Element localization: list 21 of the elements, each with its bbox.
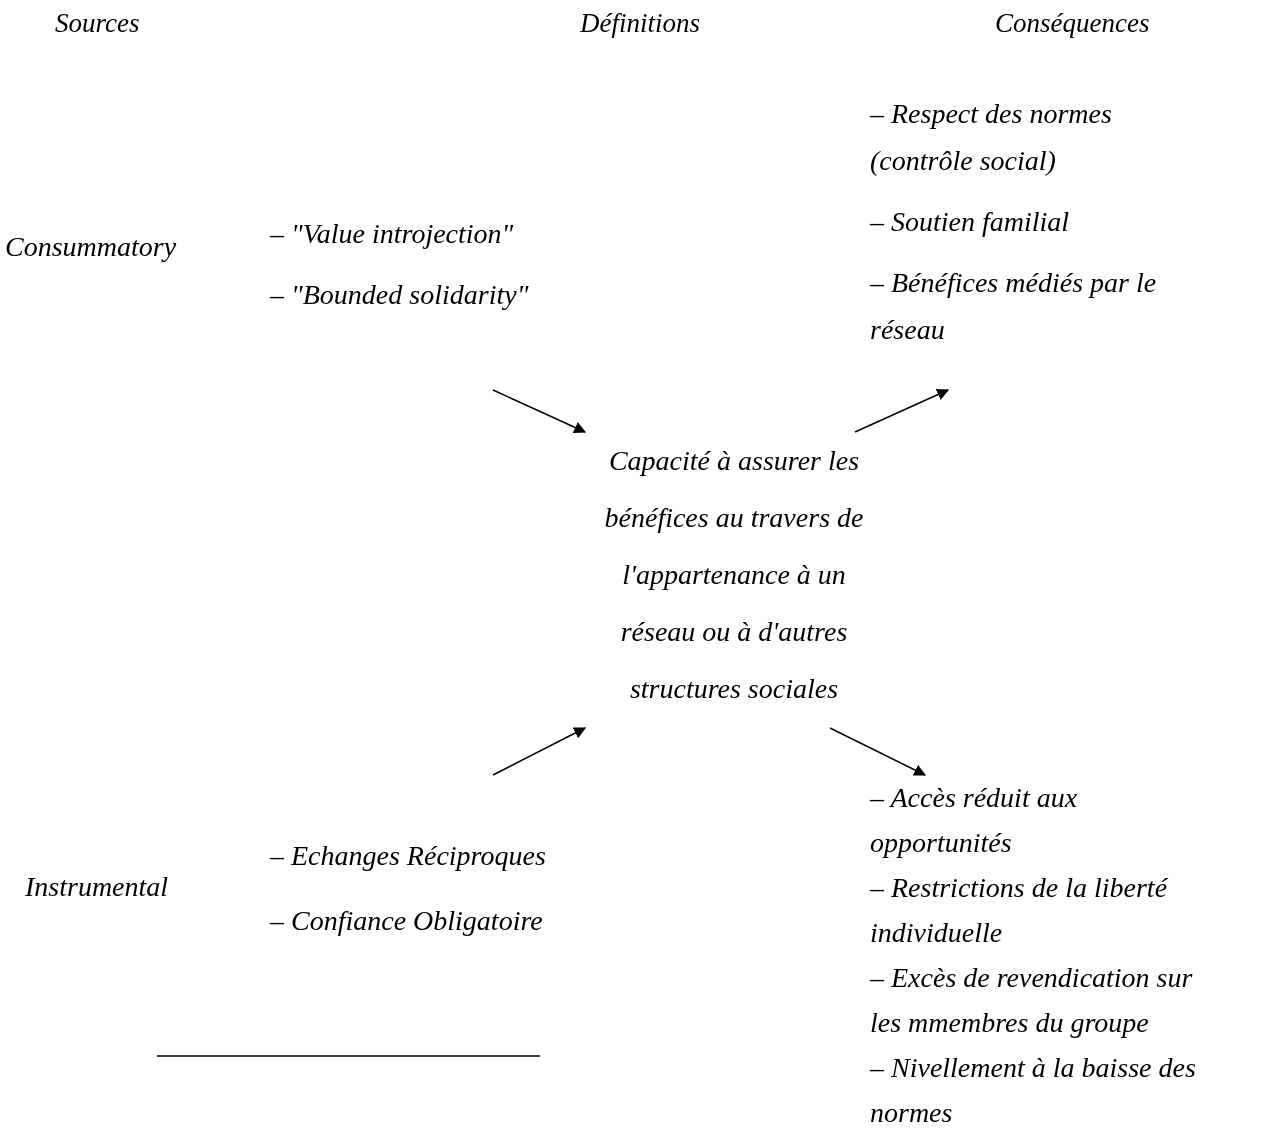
list-item: – Soutien familial bbox=[870, 205, 1071, 239]
arrow bbox=[854, 389, 950, 433]
central-concept-text: Capacité à assurer les bénéfices au travers de l'appartenance à un réseau ou à d'autres structures sociales bbox=[603, 444, 865, 706]
list-item: – Bénéfices médiés par le réseau bbox=[870, 266, 1158, 347]
list-item: – Confiance Obligatoire bbox=[270, 904, 544, 938]
row-label: Instrumental bbox=[25, 870, 170, 904]
list-item: – Nivellement à la baisse des normes bbox=[870, 1051, 1197, 1130]
list-item: – Accès réduit aux opportunités bbox=[870, 781, 1079, 860]
row-label: Consummatory bbox=[5, 230, 178, 264]
arrow bbox=[492, 727, 587, 776]
list-item: – Excès de revendication sur les mmembres du groupe bbox=[870, 961, 1194, 1040]
column-heading: Conséquences bbox=[995, 8, 1150, 39]
column-heading: Définitions bbox=[580, 8, 700, 39]
list-item: – "Value introjection" bbox=[270, 217, 515, 251]
arrow bbox=[829, 727, 927, 776]
list-item: – "Bounded solidarity" bbox=[270, 278, 530, 312]
list-item: – Respect des normes (contrôle social) bbox=[870, 97, 1113, 178]
list-item: – Echanges Réciproques bbox=[270, 839, 547, 873]
arrow bbox=[492, 389, 587, 433]
column-heading: Sources bbox=[55, 8, 140, 39]
list-item: – Restrictions de la liberté individuelle bbox=[870, 871, 1169, 950]
